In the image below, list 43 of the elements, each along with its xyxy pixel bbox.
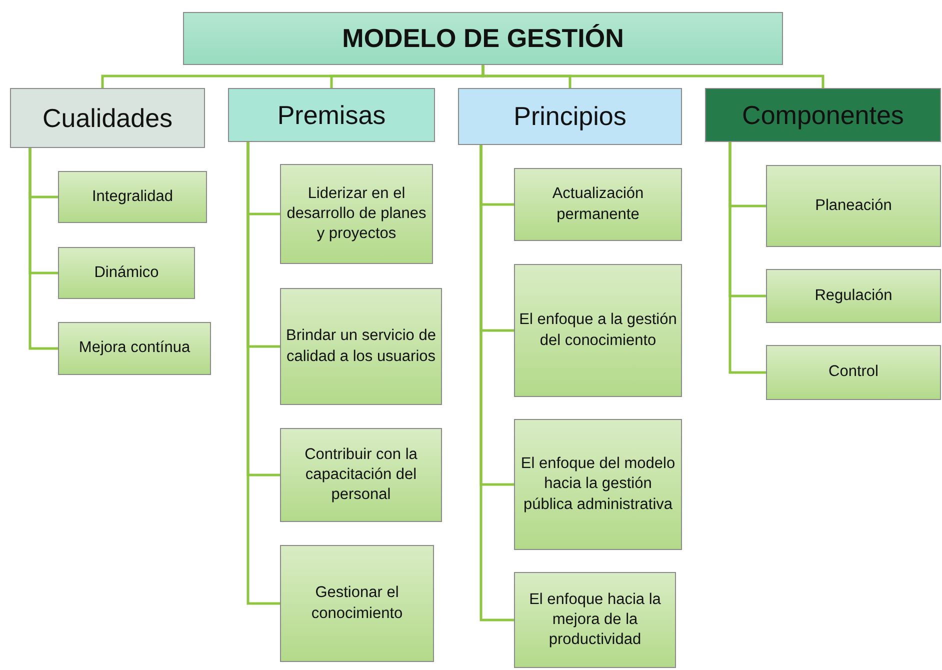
item-label: El enfoque del modelo hacia la gestión pública administrativa [520, 454, 676, 515]
connector-line [246, 142, 280, 605]
connector-line [728, 142, 766, 374]
item-label: Control [828, 362, 878, 382]
item-box [58, 322, 211, 375]
item-box [280, 428, 442, 522]
item-label: Planeación [815, 196, 892, 216]
item-label: Regulación [814, 286, 892, 306]
item-box [766, 269, 941, 323]
item-box [514, 168, 682, 241]
item-label: Gestionar el conocimiento [310, 583, 404, 624]
item-box [58, 247, 195, 299]
category-header-box [458, 88, 682, 145]
category-label: Componentes [742, 100, 904, 130]
item-box [58, 171, 207, 223]
item-box [280, 164, 433, 264]
item-box [280, 288, 442, 405]
item-label: Liderizar en el desarrollo de planes y proyectos [286, 184, 428, 244]
item-label: Mejora contínua [78, 338, 190, 358]
category-header-box [10, 88, 205, 148]
category-label: Cualidades [42, 102, 173, 134]
item-box [280, 545, 434, 662]
category-label: Principios [514, 101, 626, 132]
item-box [766, 345, 941, 400]
item-box [514, 572, 676, 668]
connector-line [482, 65, 824, 88]
connector-line [28, 148, 58, 350]
item-label: Brindar un servicio de calidad a los usuarios [285, 326, 437, 366]
item-box [514, 264, 682, 397]
item-label: El enfoque a la gestión del conocimiento [518, 310, 678, 350]
item-label: Integralidad [92, 186, 173, 207]
item-box [766, 165, 941, 247]
item-label: Contribuir con la capacitación del personal [304, 444, 418, 506]
connector-line [480, 145, 514, 622]
item-label: Dinámico [94, 262, 159, 283]
category-label: Premisas [277, 100, 386, 130]
category-header-box [705, 88, 941, 142]
item-box [514, 419, 682, 550]
root-label: MODELO DE GESTIÓN [342, 23, 624, 54]
item-label: El enfoque hacia la mejora de la productividad [528, 590, 662, 650]
title-box [183, 12, 783, 65]
item-label: Actualización permanente [551, 184, 645, 224]
category-header-box [228, 88, 435, 142]
